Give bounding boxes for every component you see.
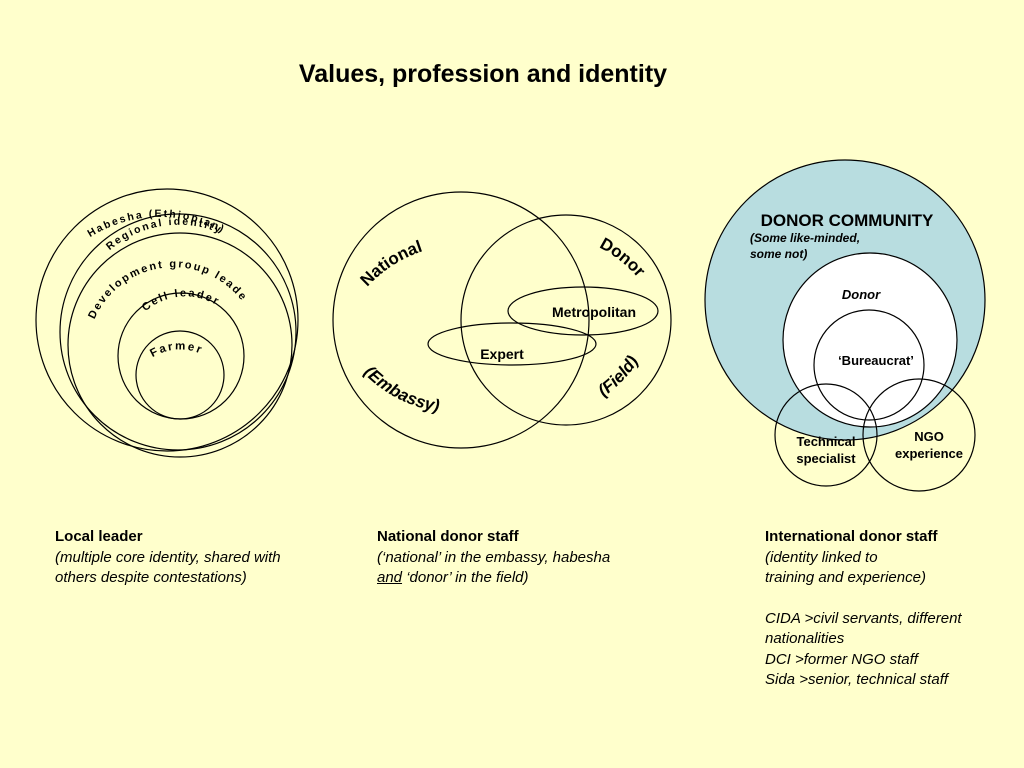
label-community-note-2: some not) — [750, 247, 807, 261]
caption-heading: International donor staff — [765, 528, 938, 545]
label-expert: Expert — [480, 346, 524, 362]
circle-technical-specialist — [774, 383, 878, 487]
circle-national — [332, 191, 590, 449]
ring-label-farmer: Farmer — [148, 340, 205, 360]
ellipse-expert — [427, 322, 597, 366]
label-ngo-1: NGO — [914, 429, 944, 444]
caption-heading: National donor staff — [377, 528, 519, 545]
caption-line: (‘national’ in the embassy, habesha — [377, 548, 611, 566]
caption-international-staff: International donor staff (identity link… — [765, 527, 1015, 691]
caption-line: training and experience) — [765, 569, 926, 586]
local-leader-diagram: Habesha (Ethiopian) Regional identity De… — [0, 0, 299, 458]
caption-line: CIDA >civil servants, different — [765, 609, 962, 627]
caption-line: Sida >senior, technical staff — [765, 671, 949, 688]
ring-habesha — [35, 188, 299, 452]
label-embassy: (Embassy) — [360, 362, 441, 415]
caption-line: (identity linked to — [765, 548, 878, 566]
ring-development-group — [67, 232, 293, 458]
caption-underlined-word: and — [377, 569, 403, 586]
caption-spacer — [765, 589, 1015, 609]
caption-line: others despite contestations) — [55, 569, 247, 586]
slide-title: Values, profession and identity — [298, 60, 668, 88]
caption-line-rest: ‘donor’ in the field) — [402, 569, 529, 586]
caption-line: and ‘donor’ in the field) — [377, 568, 677, 589]
circle-bureaucrat — [813, 309, 925, 421]
ellipse-metropolitan — [507, 286, 659, 336]
circle-donor — [460, 214, 672, 426]
ring-cell-leader — [117, 292, 245, 420]
ring-label-development-group: Development group leader — [0, 0, 250, 321]
caption-line: DCI >former NGO staff — [765, 650, 918, 668]
label-bureaucrat: ‘Bureaucrat’ — [838, 353, 914, 368]
label-community-note-1: (Some like-minded, — [750, 231, 860, 245]
label-donor-community: DONOR COMMUNITY — [761, 211, 934, 230]
label-ngo-2: experience — [895, 446, 963, 461]
label-donor-field-circle: Donor — [597, 234, 650, 281]
ring-farmer — [135, 330, 225, 420]
ring-label-cell-leader: Cell leader — [140, 287, 222, 314]
caption-heading: Local leader — [55, 528, 143, 545]
caption-line: nationalities — [765, 630, 845, 647]
label-metropolitan: Metropolitan — [552, 304, 636, 320]
ring-regional — [59, 213, 297, 451]
national-donor-diagram: National (Embassy) Donor (Field) Metropo… — [332, 191, 672, 449]
circle-donor — [782, 252, 958, 428]
caption-national-staff: National donor staff (‘national’ in the … — [377, 527, 677, 589]
label-national: National — [356, 237, 424, 290]
label-technical-2: specialist — [796, 451, 856, 466]
circle-ngo-experience — [862, 378, 976, 492]
label-donor: Donor — [842, 287, 881, 302]
label-technical-1: Technical — [796, 434, 855, 449]
international-donor-diagram: DONOR COMMUNITY (Some like-minded, some … — [704, 159, 986, 492]
label-field: (Field) — [594, 352, 642, 400]
caption-local-leader: Local leader (multiple core identity, sh… — [55, 527, 355, 589]
caption-line: (multiple core identity, shared with — [55, 548, 281, 566]
